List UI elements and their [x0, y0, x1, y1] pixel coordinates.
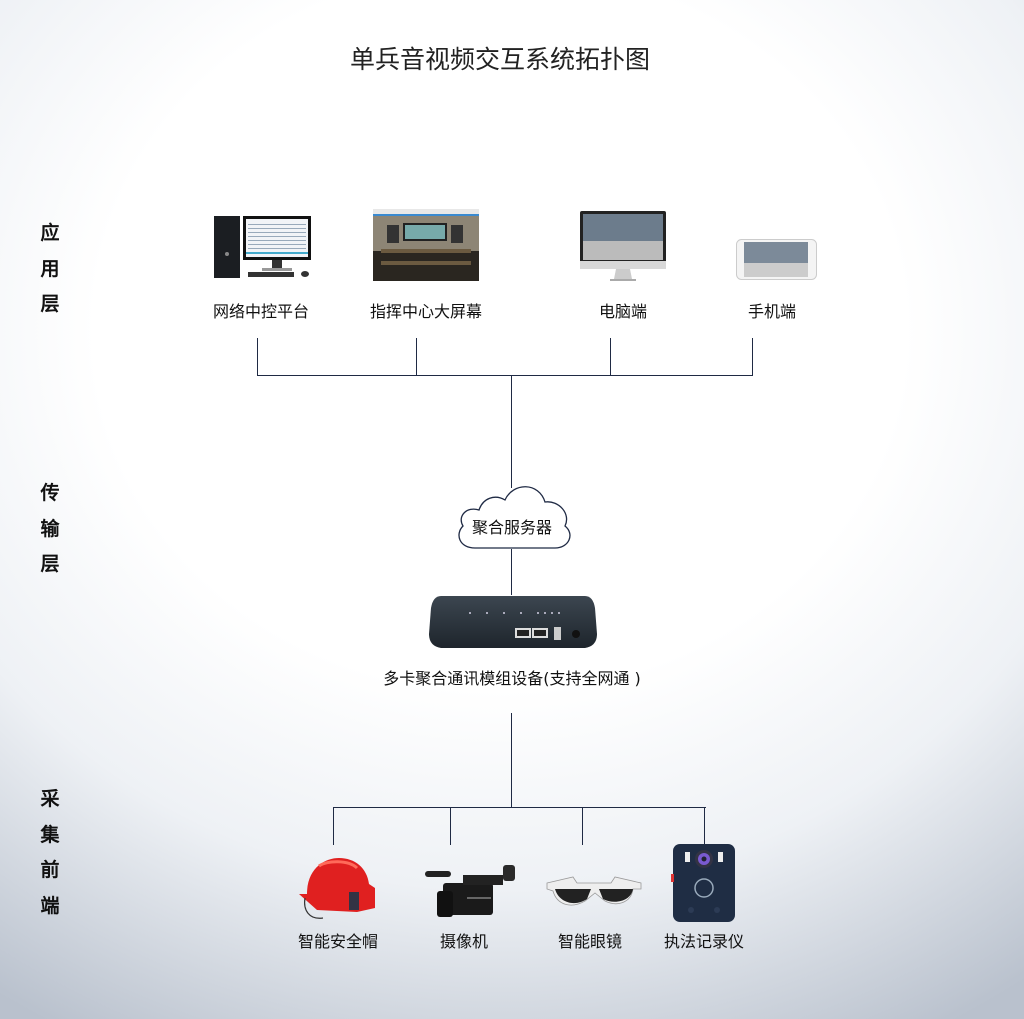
connector-line	[333, 807, 706, 808]
connector-line	[511, 376, 512, 488]
layer-char: 前	[40, 859, 60, 881]
smartphone-icon	[736, 239, 817, 280]
layer-char: 层	[40, 553, 60, 575]
node-label-mobile: 手机端	[747, 302, 796, 321]
connector-line	[450, 808, 451, 845]
diagram-title: 单兵音视频交互系统拓扑图	[349, 45, 650, 74]
router-icon	[429, 596, 597, 648]
node-label-pc: 电脑端	[598, 302, 647, 321]
connector-line	[257, 338, 258, 376]
layer-char: 应	[40, 222, 60, 244]
camcorder-icon	[425, 865, 515, 917]
node-label-command-center: 指挥中心大屏幕	[369, 302, 482, 321]
connector-line	[333, 808, 334, 845]
layer-char: 采	[40, 788, 60, 810]
connector-line	[511, 713, 512, 808]
layer-char: 端	[40, 894, 60, 917]
desktop-pc-icon	[214, 216, 311, 278]
connector-line	[610, 338, 611, 376]
server-label: 聚合服务器	[471, 518, 552, 537]
node-label-body-camera: 执法记录仪	[663, 932, 744, 951]
layer-char: 集	[40, 823, 60, 846]
layer-char: 传	[40, 482, 60, 504]
node-label-camcorder: 摄像机	[439, 932, 488, 951]
imac-icon	[580, 211, 666, 281]
cloud-icon	[458, 486, 571, 549]
layer-char: 层	[40, 293, 60, 315]
helmet-icon	[299, 858, 375, 919]
device-label: 多卡聚合通讯模组设备(支持全网通 )	[383, 669, 641, 688]
layer-label-application: 应 用 层	[38, 216, 62, 323]
layer-char: 用	[40, 257, 60, 280]
connector-line	[752, 338, 753, 376]
connector-line	[704, 808, 705, 845]
node-label-control-platform: 网络中控平台	[212, 302, 309, 321]
layer-char: 输	[40, 517, 60, 540]
connector-line	[582, 808, 583, 845]
command-center-icon	[373, 209, 479, 281]
layer-label-transport: 传 输 层	[38, 476, 62, 583]
node-label-smart-glasses: 智能眼镜	[557, 932, 622, 951]
node-label-smart-helmet: 智能安全帽	[297, 932, 378, 951]
body-camera-icon	[671, 844, 735, 922]
smart-glasses-icon	[546, 876, 642, 906]
connector-line	[511, 549, 512, 595]
connector-line	[257, 375, 753, 376]
layer-label-collection: 采 集 前 端	[38, 782, 62, 924]
connector-line	[416, 338, 417, 376]
